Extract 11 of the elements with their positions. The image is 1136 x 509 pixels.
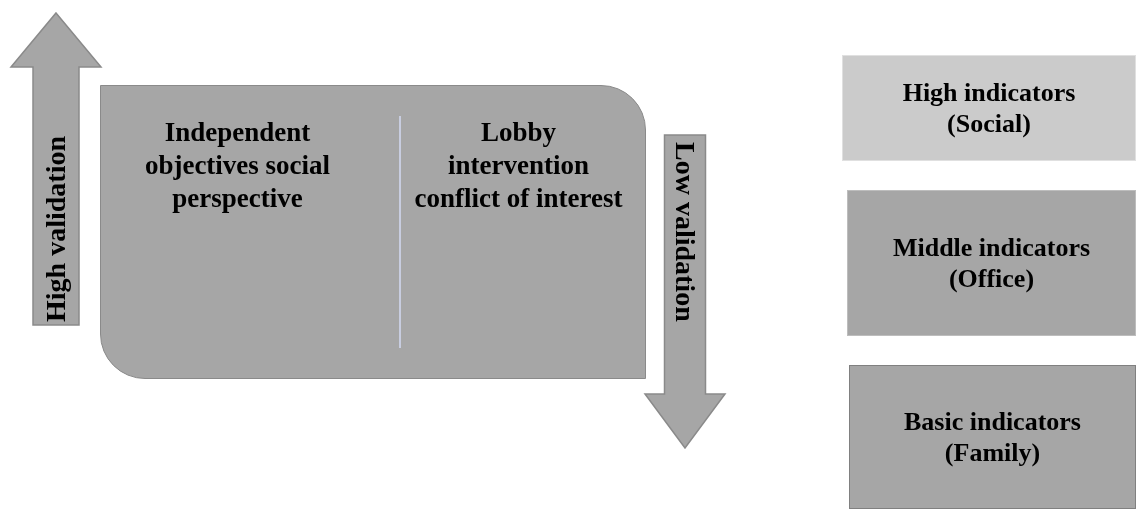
box-label: Middle indicators (Office) — [891, 232, 1092, 294]
arrow-label: High validation — [39, 136, 72, 322]
indicator-box — [842, 55, 1136, 161]
arrow-label: Low validation — [669, 142, 702, 322]
indicator-box — [849, 365, 1136, 509]
rounded-panel — [100, 85, 646, 379]
indicator-box — [847, 190, 1136, 336]
box-label: High indicators (Social) — [901, 77, 1077, 139]
box-label: Basic indicators (Family) — [903, 406, 1082, 468]
panel-label: Independent objectives social perspective — [143, 116, 332, 215]
panel-label: Lobby intervention conflict of interest — [413, 116, 624, 215]
